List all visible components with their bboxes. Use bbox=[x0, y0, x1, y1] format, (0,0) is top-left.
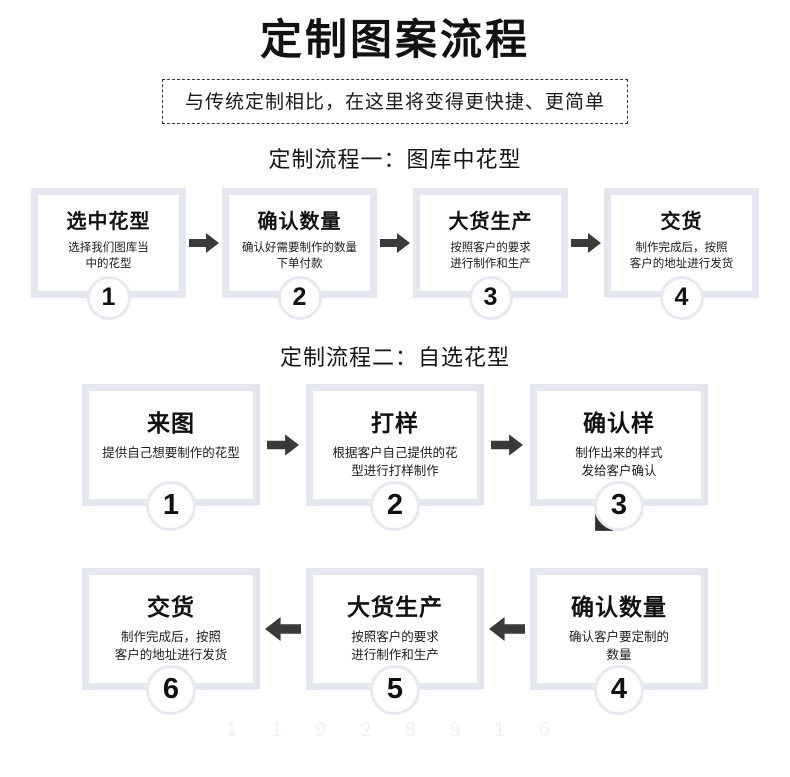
step-title: 选中花型 bbox=[66, 210, 151, 233]
flow-step-card[interactable]: 来图 提供自己想要制作的花型 1 bbox=[82, 383, 260, 531]
step-number-badge: 4 bbox=[594, 664, 644, 715]
step-number-badge: 1 bbox=[146, 480, 196, 531]
section-2-flow-row-bottom: 交货 制作完成后，按照 客户的地址进行发货 6 大货生产 按照客户的要求 进行制… bbox=[0, 567, 790, 715]
arrow-right-icon bbox=[186, 188, 222, 298]
step-description-line: 按照客户的要求 bbox=[351, 629, 439, 644]
subtitle-banner: 与传统定制相比，在这里将变得更快捷、更简单 bbox=[161, 78, 628, 124]
step-description-line: 客户的地址进行发货 bbox=[629, 258, 734, 271]
flow-step-card[interactable]: 确认数量 确认好需要制作的数量 下单付款 2 bbox=[222, 187, 377, 320]
step-number-badge: 3 bbox=[594, 480, 644, 531]
step-description: 制作完成后，按照 客户的地址进行发货 bbox=[115, 628, 228, 664]
step-description-line: 制作完成后，按照 bbox=[120, 629, 221, 644]
step-title: 确认数量 bbox=[257, 210, 342, 233]
step-description-line: 确认客户要定制的 bbox=[568, 629, 669, 644]
arrow-right-icon bbox=[568, 188, 604, 298]
subtitle-container: 与传统定制相比，在这里将变得更快捷、更简单 bbox=[0, 78, 790, 124]
step-description: 按照客户的要求 进行制作和生产 bbox=[450, 240, 531, 273]
flow-step-card[interactable]: 交货 制作完成后，按照 客户的地址进行发货 6 bbox=[82, 567, 260, 715]
step-number-badge: 4 bbox=[659, 275, 704, 320]
arrow-right-icon bbox=[484, 384, 530, 506]
step-number-badge: 1 bbox=[86, 275, 131, 320]
section-2-flow-row-top: 来图 提供自己想要制作的花型 1 打样 根据客户自己提供的花 型进行打样制作 2… bbox=[0, 383, 790, 531]
arrow-left-icon bbox=[260, 568, 306, 690]
step-description: 提供自己想要制作的花型 bbox=[102, 444, 240, 462]
flow-step-card[interactable]: 选中花型 选择我们图库当 中的花型 1 bbox=[31, 187, 186, 320]
flow-step-card[interactable]: 打样 根据客户自己提供的花 型进行打样制作 2 bbox=[306, 383, 484, 531]
flow-diagram-page: 1 1 9 2 8 9 1 6 定制图案流程 与传统定制相比，在这里将变得更快捷… bbox=[0, 14, 790, 777]
section-1-flow-row: 选中花型 选择我们图库当 中的花型 1 确认数量 确认好需要制作的数量 下单付款… bbox=[0, 187, 790, 320]
step-number-badge: 5 bbox=[370, 664, 420, 715]
step-description: 选择我们图库当 中的花型 bbox=[68, 240, 149, 273]
section-2-heading: 定制流程二：自选花型 bbox=[279, 344, 510, 370]
step-description: 制作完成后，按照 客户的地址进行发货 bbox=[630, 240, 734, 273]
step-description-line: 选择我们图库当 bbox=[68, 241, 149, 254]
page-title: 定制图案流程 bbox=[259, 16, 530, 63]
step-description-line: 根据客户自己提供的花 bbox=[332, 445, 458, 460]
step-description-line: 提供自己想要制作的花型 bbox=[102, 445, 240, 460]
watermark-text: 1 1 9 2 8 9 1 6 bbox=[226, 719, 564, 741]
step-title: 确认样 bbox=[583, 409, 655, 436]
step-description: 按照客户的要求 进行制作和生产 bbox=[351, 628, 439, 664]
step-description-line: 发给客户确认 bbox=[581, 463, 657, 478]
step-title: 来图 bbox=[147, 409, 195, 436]
step-description-line: 数量 bbox=[606, 647, 632, 662]
step-number-badge: 6 bbox=[146, 664, 196, 715]
step-description-line: 下单付款 bbox=[276, 258, 323, 271]
step-description: 制作出来的样式 发给客户确认 bbox=[575, 444, 663, 480]
flow-step-card[interactable]: 大货生产 按照客户的要求 进行制作和生产 3 bbox=[413, 187, 568, 320]
step-title: 交货 bbox=[147, 593, 195, 620]
step-description-line: 型进行打样制作 bbox=[351, 463, 439, 478]
flow-step-card[interactable]: 交货 制作完成后，按照 客户的地址进行发货 4 bbox=[604, 187, 759, 320]
step-description: 确认好需要制作的数量 下单付款 bbox=[242, 240, 357, 273]
arrow-right-icon bbox=[377, 188, 413, 298]
step-description: 根据客户自己提供的花 型进行打样制作 bbox=[332, 444, 457, 480]
flow-step-card[interactable]: 大货生产 按照客户的要求 进行制作和生产 5 bbox=[306, 567, 484, 715]
step-description-line: 进行制作和生产 bbox=[450, 258, 531, 271]
flow-step-card[interactable]: 确认数量 确认客户要定制的 数量 4 bbox=[530, 567, 708, 715]
step-description-line: 制作出来的样式 bbox=[575, 445, 663, 460]
step-number-badge: 2 bbox=[277, 275, 322, 320]
arrow-left-icon bbox=[484, 568, 530, 690]
step-title: 确认数量 bbox=[571, 593, 667, 620]
step-description-line: 进行制作和生产 bbox=[351, 647, 439, 662]
step-description-line: 客户的地址进行发货 bbox=[114, 647, 228, 662]
step-description-line: 制作完成后，按照 bbox=[635, 241, 728, 254]
step-number-badge: 3 bbox=[468, 275, 513, 320]
step-description: 确认客户要定制的 数量 bbox=[569, 628, 669, 664]
flow-step-card[interactable]: 确认样 制作出来的样式 发给客户确认 3 bbox=[530, 383, 708, 531]
step-title: 大货生产 bbox=[347, 593, 443, 620]
step-description-line: 按照客户的要求 bbox=[450, 241, 531, 254]
step-title: 大货生产 bbox=[448, 210, 533, 233]
step-number-badge: 2 bbox=[370, 480, 420, 531]
section-1-heading: 定制流程一：图库中花型 bbox=[268, 146, 522, 172]
step-title: 交货 bbox=[660, 210, 703, 233]
step-description-line: 中的花型 bbox=[85, 258, 132, 271]
step-title: 打样 bbox=[371, 409, 419, 436]
step-description-line: 确认好需要制作的数量 bbox=[242, 241, 357, 254]
arrow-right-icon bbox=[260, 384, 306, 506]
